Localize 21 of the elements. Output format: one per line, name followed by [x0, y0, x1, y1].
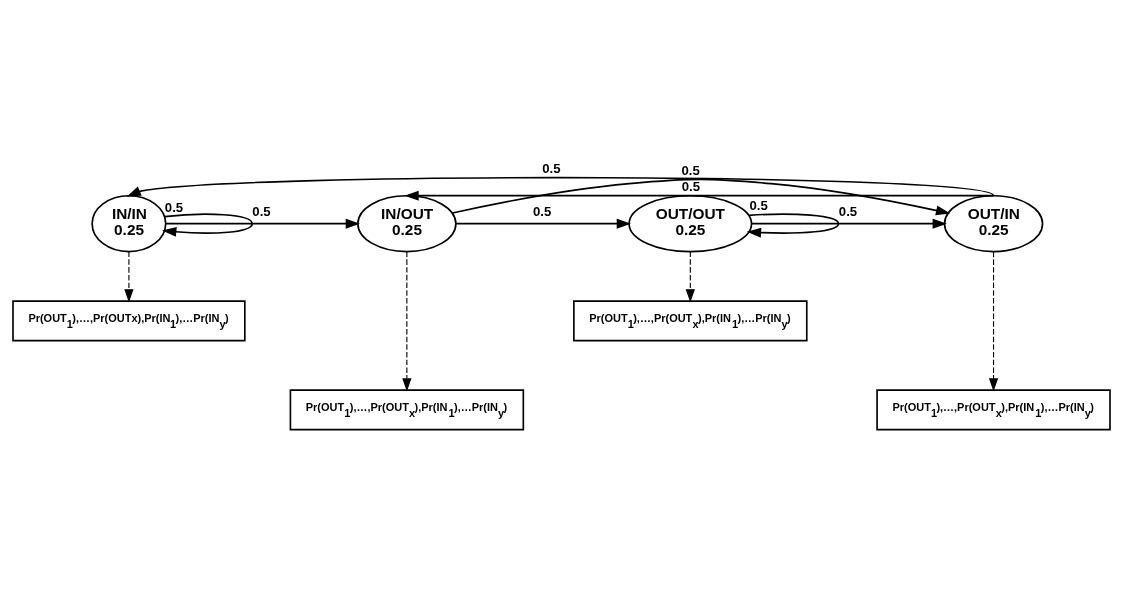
edge-label: 0.5 [681, 162, 700, 178]
edge-label: 0.5 [838, 203, 858, 219]
edge-label: 0.5 [252, 203, 271, 219]
arrow [162, 212, 254, 237]
arrow [988, 250, 999, 392]
edge-label: 0.5 [164, 199, 184, 215]
arrow [685, 250, 695, 303]
arrow [451, 178, 951, 215]
edge-label: 0.5 [533, 203, 552, 219]
edge-label: 0.5 [681, 178, 701, 194]
arrow [746, 212, 840, 238]
arrow [126, 176, 995, 197]
arrow [404, 190, 995, 201]
arrow [455, 218, 631, 229]
arrow [751, 218, 947, 229]
arrow [124, 250, 134, 303]
edge-label: 0.5 [542, 160, 561, 176]
node-ellipse: OUT/IN 0.25 [943, 194, 1044, 252]
arrow [164, 218, 360, 229]
node-ellipse: IN/OUT 0.25 [357, 194, 457, 252]
arrow [402, 250, 412, 392]
